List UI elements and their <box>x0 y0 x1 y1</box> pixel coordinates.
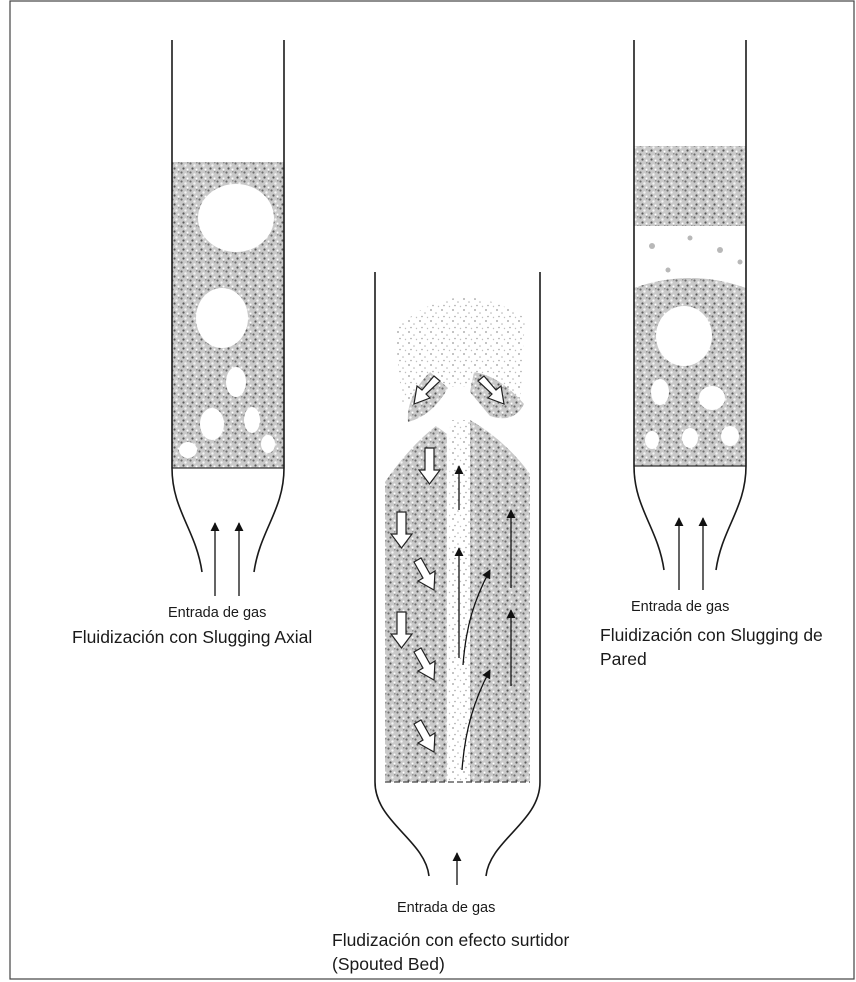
axial-slugging-column <box>172 40 284 596</box>
axial-bubble <box>261 435 275 453</box>
wall-bubble <box>682 428 698 448</box>
axial-inlet-label: Entrada de gas <box>168 605 266 621</box>
axial-column-title: Fluidización con Slugging Axial <box>72 627 312 647</box>
wall-slug-bubble <box>656 306 712 366</box>
wall-title-line1: Fluidización con Slugging de <box>600 625 823 645</box>
spouted-title-line1: Fludización con efecto surtidor <box>332 930 570 950</box>
spouted-title-line2: (Spouted Bed) <box>332 954 445 974</box>
axial-bubble <box>244 407 260 433</box>
wall-inlet-label: Entrada de gas <box>631 599 729 615</box>
wall-title-line2: Pared <box>600 649 647 669</box>
axial-bubble <box>200 408 224 440</box>
wall-bubble <box>651 379 669 405</box>
wall-slugging-column <box>634 40 746 590</box>
wall-bubble <box>721 426 739 446</box>
axial-slug-bubble <box>198 184 274 252</box>
spouted-bed-column <box>375 272 540 885</box>
wall-bubble <box>645 431 659 449</box>
spouted-inlet-label: Entrada de gas <box>397 900 495 916</box>
axial-bubble <box>179 442 197 458</box>
axial-slug-bubble <box>196 288 248 348</box>
wall-upper-particle-slug <box>634 146 746 226</box>
axial-bubble <box>226 367 246 397</box>
wall-bubble <box>699 386 725 410</box>
spouted-right-annulus <box>470 420 530 782</box>
